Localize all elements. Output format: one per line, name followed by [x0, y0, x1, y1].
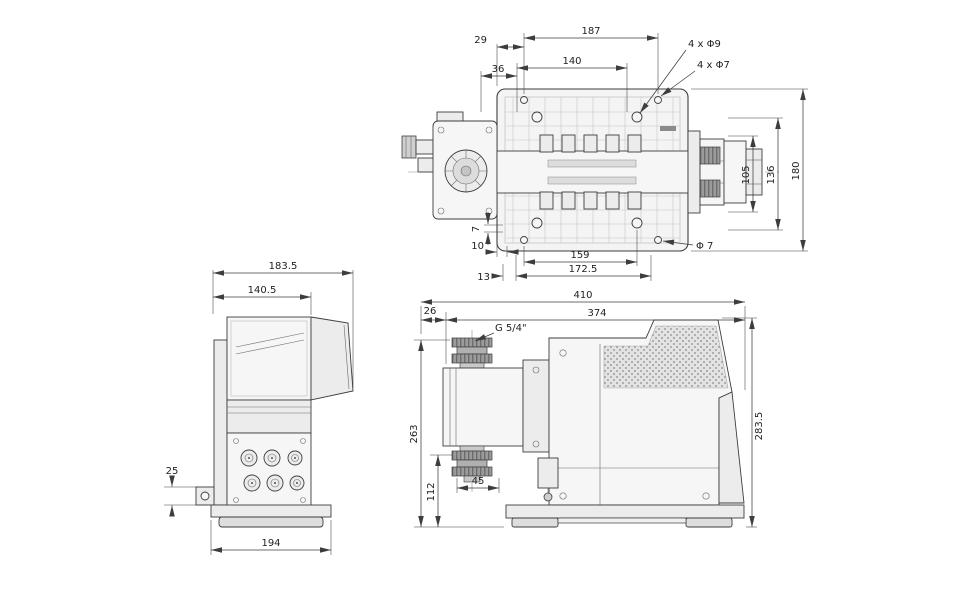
dim-183-5-label: 183.5 [269, 261, 298, 272]
head-connector-bottom [699, 179, 721, 198]
dim-374-label: 374 [587, 308, 606, 319]
dim-283-5-label: 283.5 [754, 412, 765, 441]
dim-180: 180 [691, 88, 808, 252]
mounting-holes-phi9 [531, 111, 643, 229]
mid-section-front [226, 399, 312, 434]
pump-top-assembly [401, 111, 782, 220]
dim-159-label: 159 [570, 250, 589, 261]
valve-ports-front [240, 449, 305, 492]
dim-45-label: 45 [472, 476, 485, 487]
callout-4xphi7: 4 x Φ7 [660, 60, 730, 97]
dim-10: 10 [471, 241, 519, 257]
dim-36: 36 [480, 64, 517, 112]
dim-112-label: 112 [426, 482, 437, 501]
dim-7-label: 7 [471, 226, 482, 232]
dim-7: 7 [471, 212, 503, 245]
dim-140: 140 [516, 56, 628, 112]
dim-25: 25 [164, 466, 208, 517]
top-view: 187 29 140 36 4 x Φ9 4 x Φ7 [401, 26, 808, 283]
base-side [505, 504, 745, 528]
dim-112: 112 [426, 454, 452, 527]
dim-172-5-label: 172.5 [569, 264, 598, 275]
side-geometry [442, 319, 745, 528]
dim-140-5-label: 140.5 [248, 285, 277, 296]
callout-phi7-label: Φ 7 [696, 241, 713, 252]
callout-phi7: Φ 7 [662, 239, 713, 252]
angled-mounting-plate [310, 316, 354, 401]
dim-26-label: 26 [424, 306, 437, 317]
dosing-head-top [687, 130, 763, 214]
front-geometry [195, 316, 354, 528]
brand-mark [660, 126, 676, 131]
dim-29-label: 29 [474, 35, 487, 46]
bracket-strip [213, 339, 228, 506]
dim-187: 187 [523, 26, 659, 94]
dim-159: 159 [523, 230, 638, 266]
dim-105: 105 [728, 135, 758, 213]
callout-4xphi9-label: 4 x Φ9 [688, 39, 721, 50]
dim-187-label: 187 [581, 26, 600, 37]
level-sensor-bracket [537, 457, 559, 502]
dim-183-5: 183.5 [212, 261, 354, 388]
bracket-ear [195, 486, 215, 506]
callout-4xphi9: 4 x Φ9 [639, 39, 721, 114]
pump-body-top [496, 126, 689, 210]
callout-thread-size-label: G 5/4" [495, 323, 527, 334]
valve-row-bottom [539, 191, 642, 210]
dim-140-label: 140 [562, 56, 581, 67]
dim-263-label: 263 [409, 424, 420, 443]
valve-row-top [539, 134, 642, 153]
front-view: 183.5 140.5 25 194 [164, 261, 354, 555]
dim-45: 45 [456, 476, 500, 493]
dim-105-label: 105 [741, 165, 752, 184]
dim-10-label: 10 [471, 241, 484, 252]
dim-136: 136 [728, 117, 783, 231]
discharge-fitting [451, 337, 493, 369]
callout-thread-size: G 5/4" [474, 323, 527, 342]
dim-136-label: 136 [766, 165, 777, 184]
dim-180-label: 180 [791, 161, 802, 180]
suction-fitting [451, 445, 493, 483]
head-connector-top [699, 146, 721, 165]
dim-36-label: 36 [492, 64, 505, 75]
side-view: 410 26 374 G 5/4" 263 112 [409, 290, 765, 528]
dosing-head-side [442, 367, 524, 447]
pump-body-side [537, 319, 745, 506]
rear-support [718, 391, 745, 504]
dim-194: 194 [210, 520, 332, 555]
dim-25-label: 25 [166, 466, 179, 477]
dim-29: 29 [474, 35, 524, 86]
callout-4xphi7-label: 4 x Φ7 [697, 60, 730, 71]
dim-140-5: 140.5 [213, 285, 312, 315]
mounting-holes-phi7 [520, 96, 662, 244]
control-cube-front [226, 316, 312, 401]
dim-172-5: 172.5 [515, 255, 652, 281]
dim-374: 374 [445, 308, 745, 364]
dim-13: 13 [477, 264, 504, 283]
vent-grille [603, 325, 729, 389]
dim-283-5: 283.5 [722, 317, 765, 528]
dosing-head-front [226, 432, 312, 509]
dim-194-label: 194 [261, 538, 280, 549]
dim-263: 263 [409, 339, 504, 528]
dim-410-label: 410 [573, 290, 592, 301]
head-adapter [522, 359, 550, 453]
dim-13-label: 13 [477, 272, 490, 283]
dim-26: 26 [421, 306, 446, 323]
adjustment-knob [444, 149, 488, 193]
base-front [210, 504, 332, 528]
